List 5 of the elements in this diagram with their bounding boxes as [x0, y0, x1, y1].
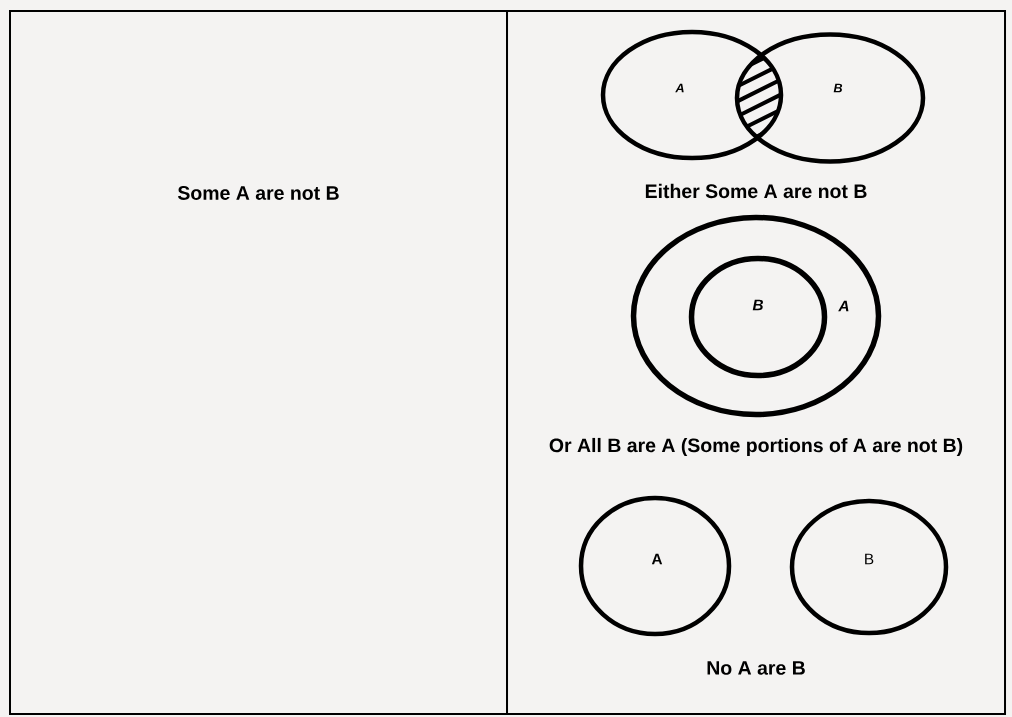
caption: Either Some A are not B	[645, 183, 867, 199]
table-cell: Some A are not B	[9, 10, 508, 715]
caption: Or All B are A (Some portions of A are not B)	[549, 437, 963, 457]
table-cell	[506, 10, 1006, 715]
caption: No A are B	[707, 661, 805, 675]
